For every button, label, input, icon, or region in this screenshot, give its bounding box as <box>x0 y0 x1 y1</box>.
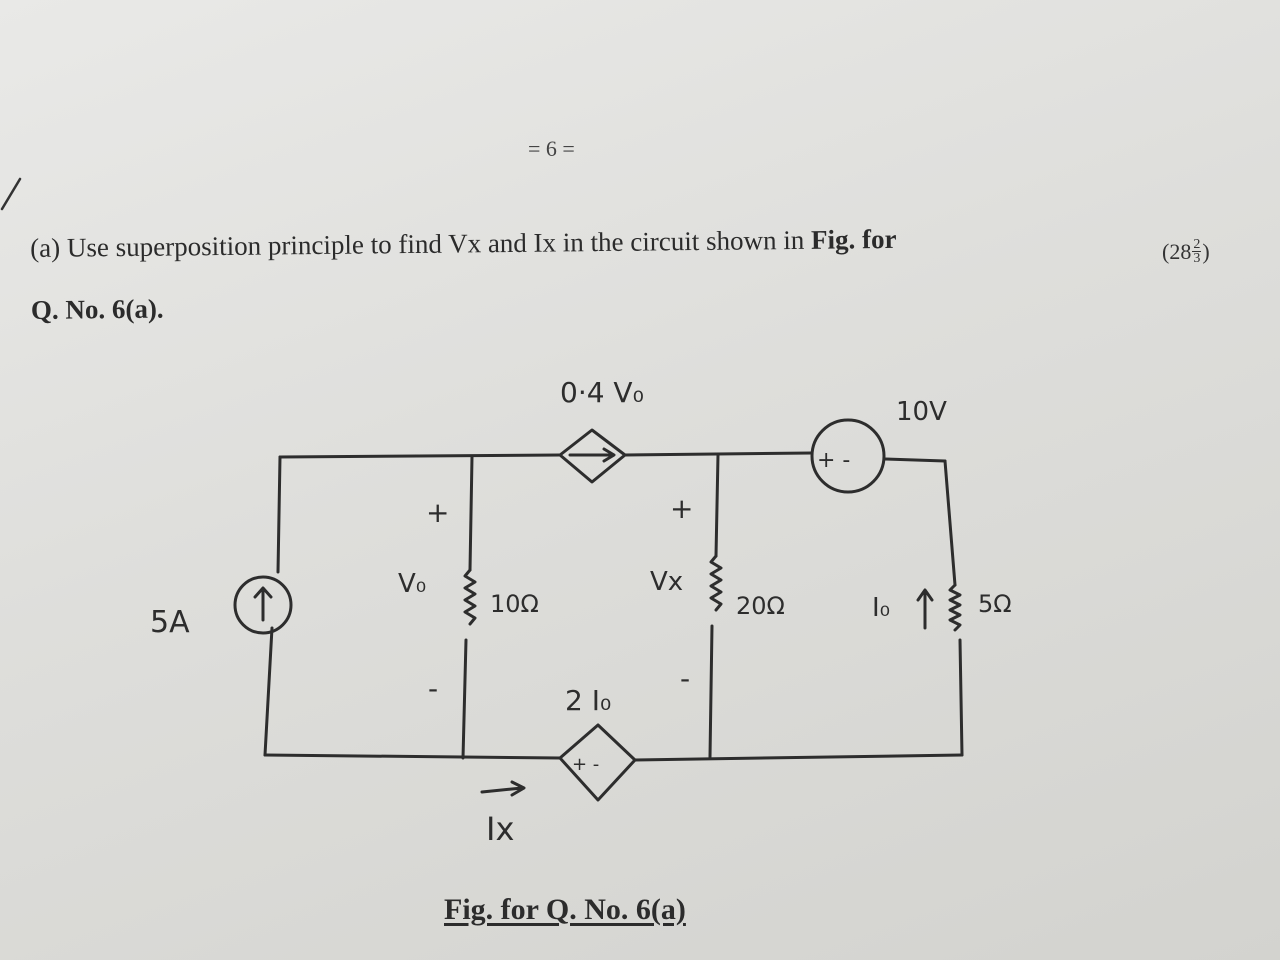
dep-current-arrow <box>568 447 616 463</box>
marks-badge: (28 2 3 ) <box>1162 237 1210 266</box>
label-20ohm: 20Ω <box>736 592 785 620</box>
label-dep-current: 0·4 V₀ <box>560 376 644 409</box>
marks-numerator: 2 <box>1193 237 1201 252</box>
page-number: = 6 = <box>528 136 575 161</box>
label-vx-minus: - <box>680 662 690 695</box>
marks-denominator: 3 <box>1193 251 1201 266</box>
label-ix: Ix <box>486 810 514 848</box>
dep-current-source <box>558 428 627 484</box>
resistor-10ohm <box>463 568 477 626</box>
figure-caption: Fig. for Q. No. 6(a) <box>444 893 686 926</box>
branch-5ohm-wire <box>943 459 964 757</box>
margin-pen-mark <box>0 177 22 211</box>
marks-fraction: 2 3 <box>1192 237 1202 266</box>
voltage-source-10v <box>810 418 886 494</box>
label-5a: 5A <box>150 605 190 640</box>
label-10ohm: 10Ω <box>490 590 539 618</box>
label-v0: V₀ <box>398 569 426 599</box>
label-dep-voltage: 2 I₀ <box>565 684 611 717</box>
label-i0: I₀ <box>872 593 890 623</box>
dep-voltage-source <box>558 723 637 802</box>
label-10v: 10V <box>896 397 947 427</box>
label-dep-voltage-polarity: + - <box>572 754 599 775</box>
bottom-wire <box>263 753 964 762</box>
label-5ohm: 5Ω <box>978 590 1012 618</box>
marks-open: (28 <box>1162 238 1192 264</box>
marks-close: ) <box>1202 238 1210 264</box>
left-wire <box>263 455 282 757</box>
resistor-5ohm <box>948 583 962 632</box>
ix-arrow <box>480 780 526 797</box>
io-arrow <box>916 588 934 630</box>
label-10v-polarity: + - <box>817 448 850 473</box>
resistor-20ohm <box>709 554 723 612</box>
branch-20ohm-wire <box>708 453 720 759</box>
label-v0-plus: + <box>426 496 449 529</box>
branch-10ohm-wire <box>461 455 474 760</box>
current-source-5a <box>233 575 293 635</box>
label-vx: Vx <box>650 567 683 597</box>
current-source-arrow <box>253 586 273 622</box>
label-v0-minus: - <box>428 672 438 705</box>
label-vx-plus: + <box>670 492 693 525</box>
